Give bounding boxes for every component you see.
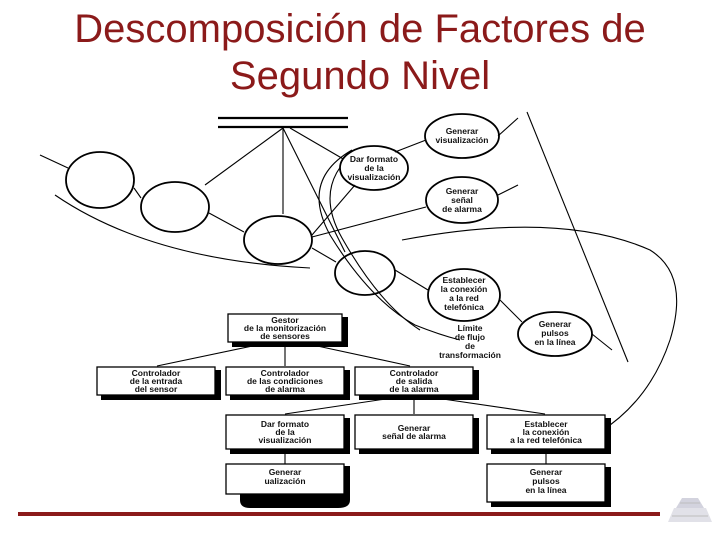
controlador-salida-box (354, 366, 474, 396)
return-curve (401, 226, 678, 433)
flow-establecer-conexion-l1: Establecer (443, 275, 487, 285)
flow-generar-visualizacion-l2: visualización (436, 135, 489, 145)
dar-formato-l2: de la (275, 427, 295, 437)
generar-pulsos-l3: en la línea (525, 485, 566, 495)
flow-generar-pulsos-l1: Generar (539, 319, 572, 329)
dar-formato-l3: visualización (259, 435, 312, 445)
flow-establecer-conexion-l3: a la red (449, 293, 479, 303)
gestor-l1: Gestor (271, 315, 299, 325)
flow-generar-senal-l2: señal (451, 195, 473, 205)
generar-senal-l2: señal de alarma (382, 431, 446, 441)
arrow-to-establecer (394, 269, 429, 291)
arrow-out-senal (497, 184, 519, 196)
flow-dar-formato-l2: de la (364, 163, 384, 173)
arrow-out-visualizacion (497, 117, 519, 137)
limite-l4: transformación (439, 350, 501, 360)
title-line-1: Descomposición de Factores de (74, 7, 646, 51)
flow-generar-senal-l3: de alarma (442, 204, 482, 214)
incoming-arrow (39, 154, 69, 169)
controlador-entrada-box (96, 366, 216, 396)
controlador-salida-l2: de salida (396, 376, 433, 386)
gestor-box (227, 313, 343, 343)
slide-title: Descomposición de Factores de Segundo Ni… (0, 6, 720, 100)
controlador-entrada-l2: de la entrada (130, 376, 183, 386)
diagonal-separator (526, 111, 629, 363)
arrow-to-generar-visualizacion (394, 139, 427, 153)
flow-generar-senal-l1: Generar (446, 186, 479, 196)
conn-gestor-salida (307, 343, 411, 367)
controlador-condiciones-box (225, 366, 345, 396)
generar-pulsos-l2: pulsos (532, 476, 560, 486)
store-to-dar-formato (289, 127, 346, 161)
flow-generar-senal (425, 176, 499, 224)
dar-formato-box (225, 414, 345, 450)
transform-boundary-2 (329, 149, 421, 331)
flow-2-3 (208, 212, 245, 233)
transform-boundary-1 (318, 149, 461, 341)
generar-visualizacion-box (225, 463, 345, 495)
dar-formato-l1: Dar formato (261, 419, 309, 429)
conn-salida-conexion (435, 397, 546, 415)
flow-generar-visualizacion (424, 113, 500, 159)
store-to-bubble-2 (204, 127, 284, 186)
process-bubble-3 (243, 215, 313, 265)
generar-senal-box (354, 414, 474, 450)
process-bubble-4 (334, 250, 396, 296)
controlador-entrada-l3: del sensor (135, 384, 178, 394)
controlador-salida-l3: de la alarma (389, 384, 438, 394)
establecer-conexion-box (486, 414, 606, 450)
controlador-salida-l1: Controlador (390, 368, 439, 378)
generar-pulsos-box (486, 463, 606, 503)
flow-dar-formato (339, 145, 409, 191)
flow-establecer-conexion-l2: la conexión (441, 284, 488, 294)
flow-diagram: Generar visualización Dar formato de la … (39, 111, 678, 433)
gestor-l3: de sensores (260, 331, 310, 341)
conn-salida-formato (284, 397, 393, 415)
generar-visualizacion-l1: Generar (269, 467, 302, 477)
controlador-entrada-l1: Controlador (132, 368, 181, 378)
flow-generar-visualizacion-l1: Generar (446, 126, 479, 136)
establecer-conexion-l3: a la red telefónica (510, 435, 582, 445)
flow-generar-pulsos-l3: en la línea (534, 337, 575, 347)
boundary-curve-left (54, 194, 311, 269)
limite-l3: de (465, 341, 475, 351)
flow-3-4 (311, 247, 337, 263)
limite-l1: Límite (457, 323, 482, 333)
flow-1-2 (133, 187, 142, 199)
generar-pulsos-l1: Generar (530, 467, 563, 477)
process-bubble-2 (140, 181, 210, 233)
flow-dar-formato-l3: visualización (348, 172, 401, 182)
structure-chart: Gestor de la monitorización de sensores … (96, 313, 611, 508)
flow-generar-pulsos-l2: pulsos (541, 328, 569, 338)
establecer-conexion-l1: Establecer (525, 419, 569, 429)
limite-l2: de flujo (455, 332, 485, 342)
arrow-to-dar-formato (311, 184, 356, 236)
generar-visualizacion-l2: ualización (264, 476, 305, 486)
corner-emblem-icon (668, 498, 712, 522)
title-line-2: Segundo Nivel (229, 54, 491, 98)
conn-gestor-entrada (156, 343, 263, 367)
generar-senal-l1: Generar (398, 423, 431, 433)
flow-dar-formato-l1: Dar formato (350, 154, 398, 164)
process-bubble-1 (65, 151, 135, 209)
controlador-condiciones-l1: Controlador (261, 368, 310, 378)
flow-establecer-conexion-l4: telefónica (444, 302, 484, 312)
arrow-out-pulsos (591, 333, 613, 351)
establecer-conexion-l2: la conexión (523, 427, 570, 437)
gestor-l2: de la monitorización (244, 323, 326, 333)
controlador-condiciones-l3: de alarma (265, 384, 305, 394)
controlador-condiciones-l2: de las condiciones (247, 376, 323, 386)
arrow-to-generar-pulsos (499, 299, 523, 323)
bottom-rule (18, 512, 660, 516)
flow-establecer-conexion (427, 268, 501, 322)
arrow-to-generar-senal (311, 206, 427, 238)
